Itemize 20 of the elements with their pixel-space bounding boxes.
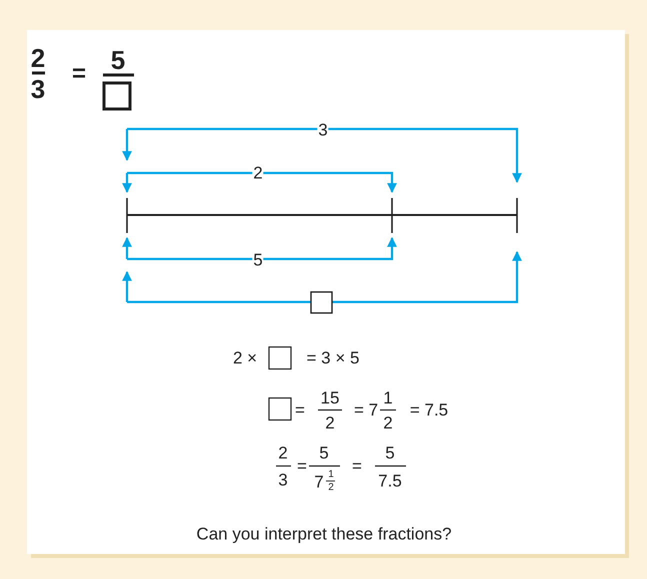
denominator: 2: [327, 483, 335, 493]
denominator: 2: [324, 414, 336, 432]
denominator: 3: [277, 472, 289, 488]
denominator: 2: [382, 414, 394, 432]
dimension-label: 2: [252, 164, 264, 182]
numerator: 1: [327, 470, 335, 480]
numerator: 5: [384, 444, 396, 462]
denominator: 7: [313, 474, 325, 490]
numerator: 1: [382, 390, 394, 406]
numerator: 2: [277, 444, 289, 462]
numerator: 5: [318, 444, 330, 462]
equation-text: 2 ×: [232, 350, 258, 366]
caption-text: Can you interpret these fractions?: [195, 526, 453, 542]
numerator: 15: [320, 390, 340, 406]
dimension-label: 5: [252, 252, 264, 268]
dimension-label: 3: [317, 122, 329, 138]
equation-text: = 3 × 5: [306, 350, 360, 366]
equation-text: = 7.5: [408, 402, 450, 418]
denominator: 7.5: [377, 472, 403, 490]
equation-text: = 7: [352, 402, 380, 418]
